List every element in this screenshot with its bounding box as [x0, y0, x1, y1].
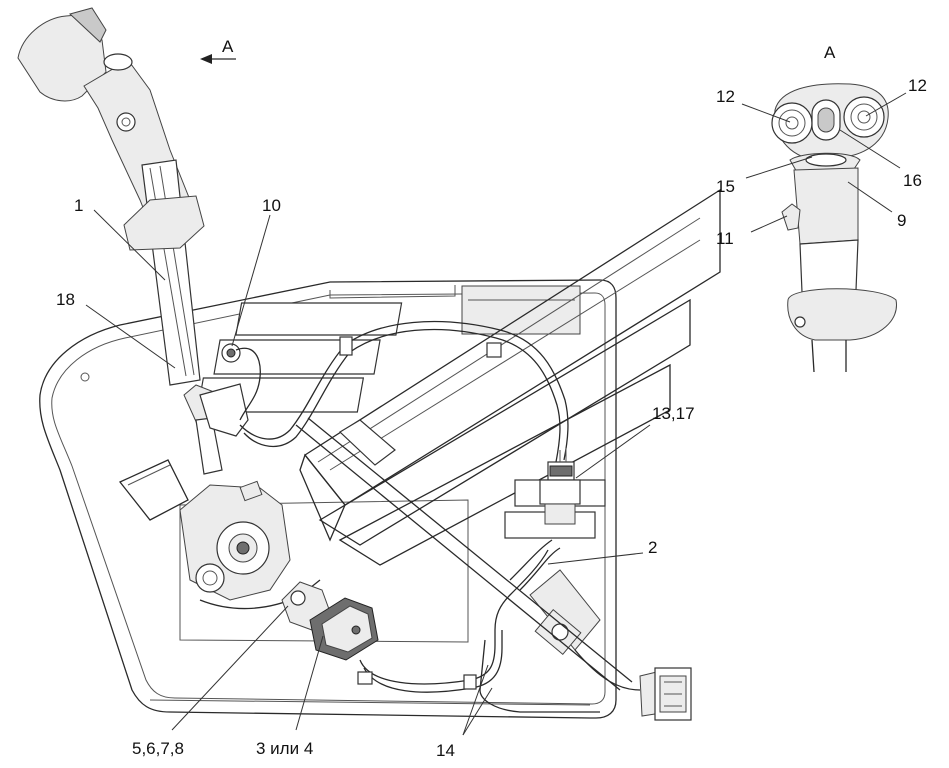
callout-11: 11 — [716, 229, 734, 248]
callout-12-right: 12 — [908, 76, 927, 95]
mounting-plate — [179, 285, 581, 643]
callout-12-left: 12 — [716, 87, 735, 106]
callout-15: 15 — [716, 177, 735, 196]
callout-labels: A A 1 10 18 12 12 15 16 9 11 13,17 2 5,6… — [56, 37, 927, 760]
joystick-lever — [17, 7, 223, 475]
wiring-harness — [239, 320, 600, 713]
callout-16: 16 — [903, 171, 922, 190]
pivot-mechanism — [118, 459, 321, 610]
callout-18: 18 — [56, 290, 75, 309]
view-label: A — [222, 37, 234, 56]
callout-3-or-4: 3 или 4 — [256, 739, 313, 758]
callout-13-17: 13,17 — [652, 404, 695, 423]
callout-10: 10 — [262, 196, 281, 215]
harness-connector — [539, 448, 581, 525]
view-a-arrow — [200, 54, 236, 64]
callout-5-8: 5,6,7,8 — [132, 739, 184, 758]
callout-2: 2 — [648, 538, 657, 557]
detail-view-a — [771, 83, 897, 373]
lever-base-bracket — [199, 343, 261, 437]
leader-lines — [85, 92, 907, 736]
hose-and-fitting — [295, 417, 692, 721]
callout-9: 9 — [897, 211, 906, 230]
callout-14: 14 — [436, 741, 455, 760]
cabin-panel — [39, 279, 617, 719]
detail-title: A — [824, 43, 836, 62]
micro-switch — [281, 581, 379, 661]
callout-1: 1 — [74, 196, 83, 215]
